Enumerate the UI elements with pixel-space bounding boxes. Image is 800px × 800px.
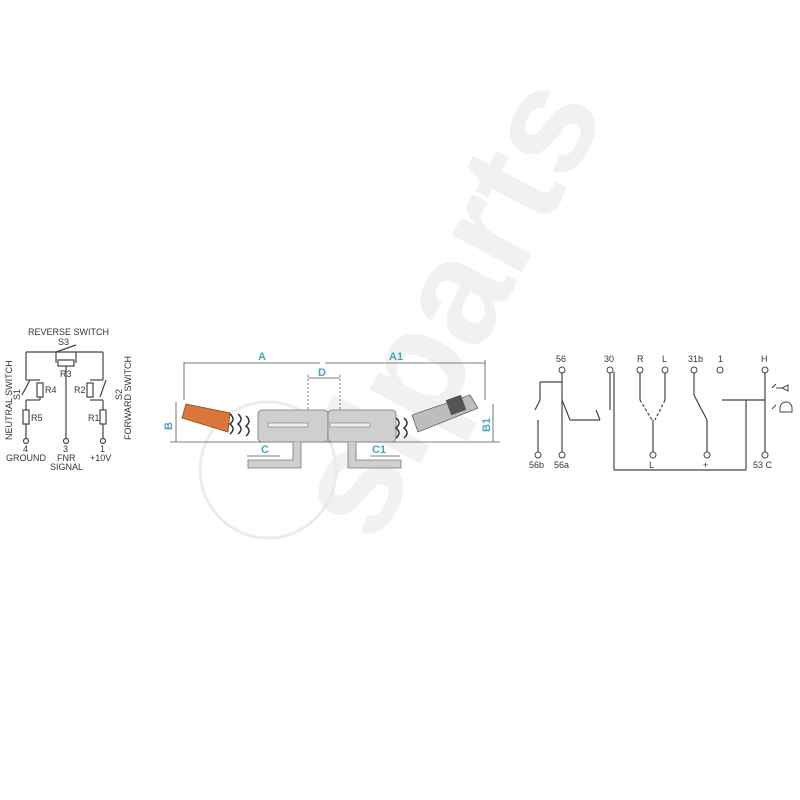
svg-text:+10V: +10V — [90, 453, 111, 463]
svg-text:FNR: FNR — [57, 453, 76, 463]
svg-text:R3: R3 — [60, 369, 72, 379]
dimension-lines — [170, 360, 500, 457]
forward-switch-label: FORWARD SWITCH — [123, 356, 133, 440]
bracket-right — [347, 442, 402, 469]
terminals — [534, 366, 769, 459]
svg-text:S2: S2 — [114, 389, 124, 400]
neutral-switch-label: NEUTRAL SWITCH — [4, 360, 14, 440]
light-switch-circuit — [534, 372, 766, 471]
bellows-right — [394, 417, 408, 439]
svg-text:1: 1 — [718, 354, 723, 364]
svg-text:+: + — [703, 460, 708, 470]
svg-text:31b: 31b — [688, 354, 703, 364]
svg-text:53 C: 53 C — [753, 460, 773, 470]
svg-text:30: 30 — [604, 354, 614, 364]
svg-text:R: R — [637, 354, 644, 364]
svg-text:56a: 56a — [554, 460, 569, 470]
svg-text:56: 56 — [556, 354, 566, 364]
svg-text:3: 3 — [63, 444, 68, 454]
svg-text:R1: R1 — [88, 413, 100, 423]
switch-body — [181, 394, 479, 469]
watermark: slparts — [198, 48, 635, 561]
svg-text:1: 1 — [100, 444, 105, 454]
dim-a1: A1 — [389, 351, 403, 363]
wiper-icon — [771, 401, 793, 413]
svg-text:L: L — [662, 354, 667, 364]
svg-text:slparts: slparts — [256, 48, 635, 561]
fnr-circuit — [21, 344, 107, 445]
svg-text:R5: R5 — [31, 413, 43, 423]
dim-b: B — [163, 422, 175, 430]
bracket-left — [247, 442, 302, 469]
dim-d: D — [318, 367, 326, 379]
reverse-switch-label: REVERSE SWITCH — [28, 327, 109, 337]
svg-text:56b: 56b — [529, 460, 544, 470]
lever-handle — [181, 403, 231, 433]
svg-text:SIGNAL: SIGNAL — [50, 462, 83, 472]
svg-text:R2: R2 — [74, 385, 86, 395]
svg-text:S3: S3 — [58, 337, 69, 347]
dim-a: A — [258, 351, 266, 363]
svg-text:GROUND: GROUND — [6, 453, 46, 463]
dim-c: C — [261, 444, 269, 456]
bellows-left — [228, 413, 250, 437]
svg-text:S1: S1 — [12, 389, 22, 400]
svg-text:4: 4 — [23, 444, 28, 454]
dim-b1: B1 — [481, 418, 493, 432]
svg-text:R4: R4 — [45, 385, 57, 395]
horn-icon — [771, 383, 789, 392]
svg-text:L: L — [649, 460, 654, 470]
dim-c1: C1 — [372, 444, 386, 456]
svg-text:H: H — [761, 354, 768, 364]
